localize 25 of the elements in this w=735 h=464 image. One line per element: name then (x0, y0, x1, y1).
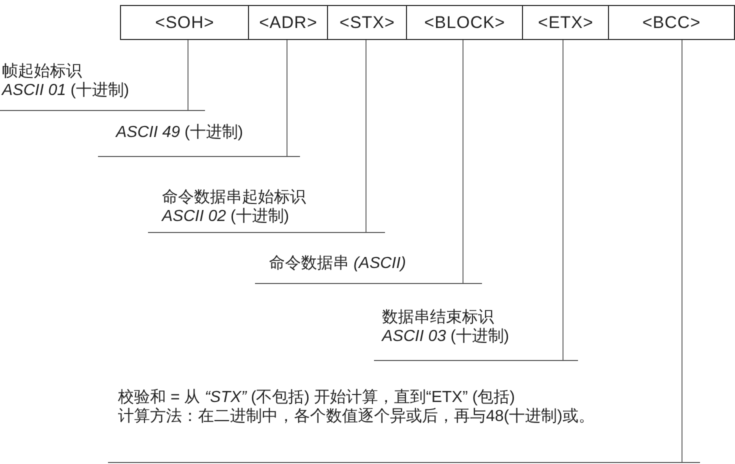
underline-rule (98, 123, 300, 157)
underline-rule (374, 308, 578, 361)
underline-rule (255, 254, 482, 284)
leader-line (562, 40, 564, 362)
note-text: ASCII 49 (十进制) (116, 123, 244, 142)
note-text: 命令数据串 (ASCII) (269, 254, 407, 273)
frame-field: <ADR> (248, 5, 328, 40)
underline-rule (148, 188, 385, 233)
note-text: ASCII 01 (十进制) (2, 81, 130, 100)
note-text: 帧起始标识 (2, 62, 83, 81)
note-text: 数据串结束标识 (382, 308, 495, 327)
frame-field: <BLOCK> (406, 5, 524, 40)
underline-rule (0, 62, 205, 111)
note-text: 校验和 = 从 “STX” (不包括) 开始计算，直到“ETX” (包括) (118, 388, 516, 407)
leader-line (286, 40, 288, 158)
frame-field: <SOH> (120, 5, 250, 40)
note-text: 命令数据串起始标识 (162, 188, 307, 207)
underline-rule (108, 388, 700, 463)
note-text: ASCII 03 (十进制) (382, 327, 510, 346)
frame-field: <BCC> (608, 5, 735, 40)
frame-field: <STX> (327, 5, 408, 40)
frame-field: <ETX> (522, 5, 610, 40)
note-text: ASCII 02 (十进制) (162, 207, 290, 226)
note-text: 计算方法：在二进制中，各个数值逐个异或后，再与48(十进制)或。 (118, 407, 596, 426)
leader-line (462, 40, 464, 284)
